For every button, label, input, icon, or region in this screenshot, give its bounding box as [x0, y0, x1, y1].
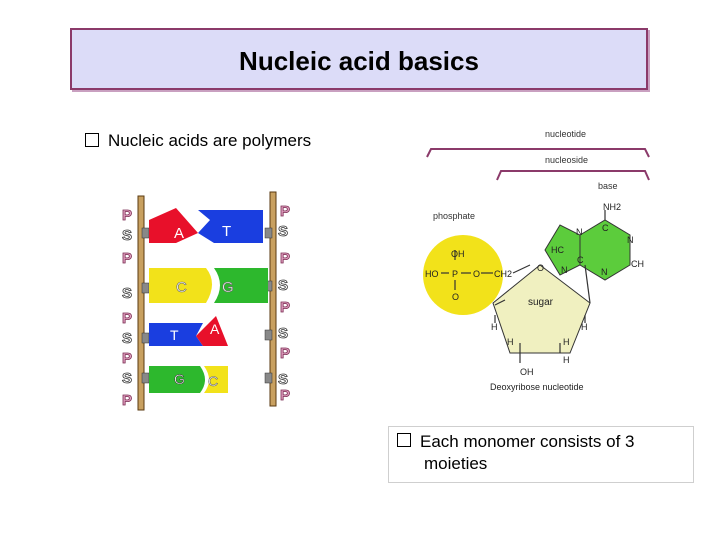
sugar-block — [141, 332, 150, 344]
sugar-block — [141, 227, 150, 239]
left-label: P — [122, 310, 132, 327]
phosphate-circle — [423, 235, 503, 315]
atom-label: HC — [551, 245, 564, 255]
base-letter: G — [174, 371, 185, 387]
dna-ladder-figure: P S P S P S P S P P S P S P S P S P A T … — [122, 191, 290, 411]
atom-label: OH — [451, 249, 465, 259]
base-a — [196, 316, 228, 346]
bullet-monomer-box: Each monomer consists of 3 moieties — [388, 426, 694, 483]
phosphate-label: phosphate — [433, 211, 475, 221]
left-label: S — [122, 227, 132, 244]
nucleotide-label: nucleotide — [545, 129, 586, 139]
nucleotide-bracket — [426, 148, 650, 158]
right-label: P — [280, 387, 290, 404]
atom-label: O — [452, 292, 459, 302]
sugar-block — [264, 329, 273, 341]
bullet-line-continued: moieties — [424, 454, 488, 473]
bond — [494, 299, 506, 306]
figure-caption: Deoxyribose nucleotide — [490, 382, 584, 392]
atom-label: N — [627, 235, 634, 245]
bullet-polymers: Nucleic acids are polymers — [85, 131, 311, 151]
right-label: S — [278, 223, 288, 240]
base-letter: G — [222, 279, 234, 296]
atom-label: H — [563, 337, 570, 347]
base-letter: T — [170, 327, 179, 343]
left-label: S — [122, 285, 132, 302]
base-g — [149, 366, 205, 393]
base-t — [198, 210, 263, 243]
nucleoside-label: nucleoside — [545, 155, 588, 165]
sugar-block — [141, 372, 150, 384]
right-label: P — [280, 345, 290, 362]
atom-label: HO — [425, 269, 439, 279]
atom-label: H — [491, 322, 498, 332]
slide-title: Nucleic acid basics — [239, 46, 479, 76]
atom-label: NH2 — [603, 202, 621, 212]
sugar-block — [141, 282, 150, 294]
atom-label: C — [577, 255, 584, 265]
atom-label: N — [601, 267, 608, 277]
sugar-label: sugar — [528, 297, 554, 308]
right-label: P — [280, 250, 290, 267]
atom-label: O — [473, 269, 480, 279]
left-label: P — [122, 250, 132, 267]
atom-label: O — [537, 263, 544, 273]
atom-label: CH — [631, 259, 644, 269]
left-label: P — [122, 207, 132, 224]
base-letter: A — [210, 321, 220, 337]
base-g — [214, 268, 268, 303]
left-label: P — [122, 392, 132, 409]
title-banner: Nucleic acid basics — [70, 28, 648, 90]
right-label: S — [278, 371, 288, 388]
sugar-pentagon — [492, 264, 591, 354]
atom-label: H — [507, 337, 514, 347]
atom-label: C — [602, 223, 609, 233]
base-c — [204, 366, 228, 393]
atom-label: P — [452, 269, 458, 279]
right-label: S — [278, 325, 288, 342]
base-t — [149, 323, 203, 346]
right-label: S — [278, 277, 288, 294]
bullet-box-icon — [85, 133, 99, 147]
nucleoside-bracket — [496, 170, 650, 181]
base-a — [149, 208, 198, 243]
right-label: P — [280, 299, 290, 316]
base-letter: T — [222, 223, 231, 240]
bullet-text: Each monomer consists of 3 — [420, 432, 635, 451]
base-ring — [544, 224, 581, 276]
atom-label: OH — [520, 367, 534, 377]
left-backbone — [137, 195, 145, 411]
bullet-box-icon — [397, 433, 411, 447]
right-backbone — [269, 191, 277, 407]
bond — [584, 264, 591, 304]
base-label: base — [598, 181, 618, 191]
left-label: S — [122, 370, 132, 387]
sugar-block — [264, 372, 273, 384]
right-label: P — [280, 203, 290, 220]
base-c — [149, 268, 212, 303]
nucleotide-figure: nucleotide nucleoside base phosphate NH2… — [423, 129, 650, 392]
atom-label: H — [563, 355, 570, 365]
left-label: S — [122, 330, 132, 347]
base-letter: A — [174, 225, 184, 242]
bullet-line: Each monomer consists of 3 — [397, 431, 693, 453]
atom-label: CH2 — [494, 269, 512, 279]
left-label: P — [122, 350, 132, 367]
sugar-block — [264, 227, 273, 239]
atom-label: N — [576, 227, 583, 237]
bullet-text: Nucleic acids are polymers — [108, 131, 312, 150]
bond — [512, 264, 531, 274]
atom-label: H — [581, 322, 588, 332]
atom-label: N — [561, 265, 568, 275]
base-letter: C — [176, 279, 187, 296]
base-letter: C — [208, 373, 218, 389]
